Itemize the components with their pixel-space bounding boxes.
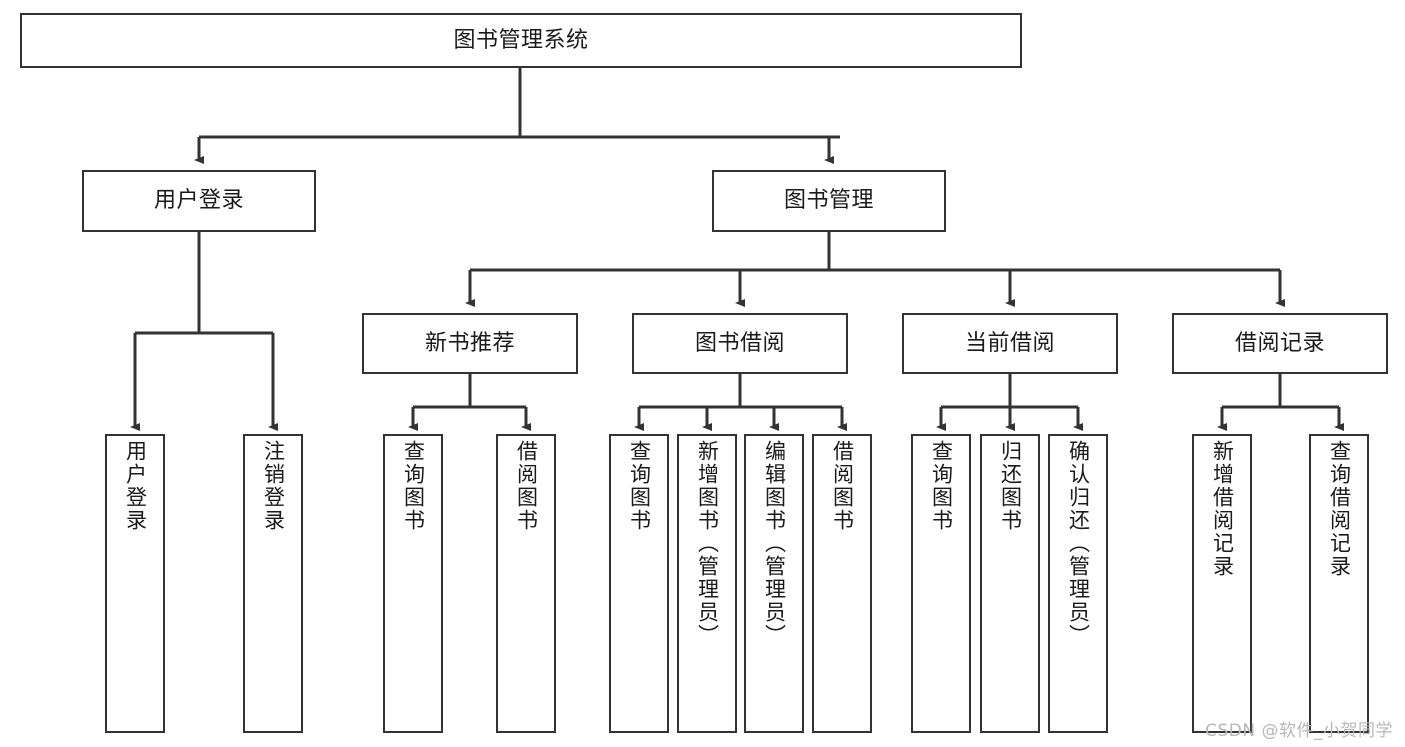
node-label: 新增图书（管理员） — [695, 440, 720, 647]
node-label: 编辑图书（管理员） — [762, 440, 787, 647]
node-label: 借阅图书 — [830, 440, 855, 532]
node-label: 新书推荐 — [424, 330, 515, 356]
leaf-borrow-borrow-book[interactable]: 借阅图书 — [812, 434, 872, 733]
node-label: 归还图书 — [998, 440, 1023, 532]
node-current-borrow[interactable]: 当前借阅 — [902, 313, 1118, 374]
node-label: 查询图书 — [627, 440, 652, 532]
leaf-current-query-book[interactable]: 查询图书 — [911, 434, 971, 733]
node-label: 查询图书 — [401, 440, 426, 532]
leaf-borrow-edit-book-admin[interactable]: 编辑图书（管理员） — [744, 434, 804, 733]
node-root-book-management-system[interactable]: 图书管理系统 — [20, 13, 1022, 68]
node-label: 图书管理 — [783, 188, 874, 214]
leaf-newbook-borrow-book[interactable]: 借阅图书 — [496, 434, 556, 733]
node-label: 借阅记录 — [1234, 330, 1325, 356]
leaf-current-confirm-return-admin[interactable]: 确认归还（管理员） — [1048, 434, 1108, 733]
leaf-user-logout[interactable]: 注销登录 — [243, 434, 303, 733]
leaf-user-login[interactable]: 用户登录 — [105, 434, 165, 733]
leaf-record-query-borrow-record[interactable]: 查询借阅记录 — [1309, 434, 1369, 733]
node-label: 注销登录 — [261, 440, 286, 532]
leaf-borrow-add-book-admin[interactable]: 新增图书（管理员） — [677, 434, 737, 733]
node-label: 借阅图书 — [514, 440, 539, 532]
node-book-borrow[interactable]: 图书借阅 — [632, 313, 848, 374]
leaf-borrow-query-book[interactable]: 查询图书 — [609, 434, 669, 733]
leaf-record-add-borrow-record[interactable]: 新增借阅记录 — [1192, 434, 1252, 733]
node-label: 当前借阅 — [964, 330, 1055, 356]
node-label: 用户登录 — [123, 440, 148, 532]
node-label: 新增借阅记录 — [1210, 440, 1235, 578]
node-label: 用户登录 — [153, 188, 244, 214]
node-new-book-recommend[interactable]: 新书推荐 — [362, 313, 578, 374]
node-borrow-record[interactable]: 借阅记录 — [1172, 313, 1388, 374]
leaf-newbook-query-book[interactable]: 查询图书 — [383, 434, 443, 733]
node-user-login[interactable]: 用户登录 — [82, 170, 316, 232]
node-label: 查询图书 — [929, 440, 954, 532]
node-label: 查询借阅记录 — [1327, 440, 1352, 578]
node-label: 图书借阅 — [694, 330, 785, 356]
node-label: 确认归还（管理员） — [1066, 440, 1091, 647]
node-label: 图书管理系统 — [453, 27, 589, 53]
leaf-current-return-book[interactable]: 归还图书 — [980, 434, 1040, 733]
node-book-management[interactable]: 图书管理 — [712, 170, 946, 232]
